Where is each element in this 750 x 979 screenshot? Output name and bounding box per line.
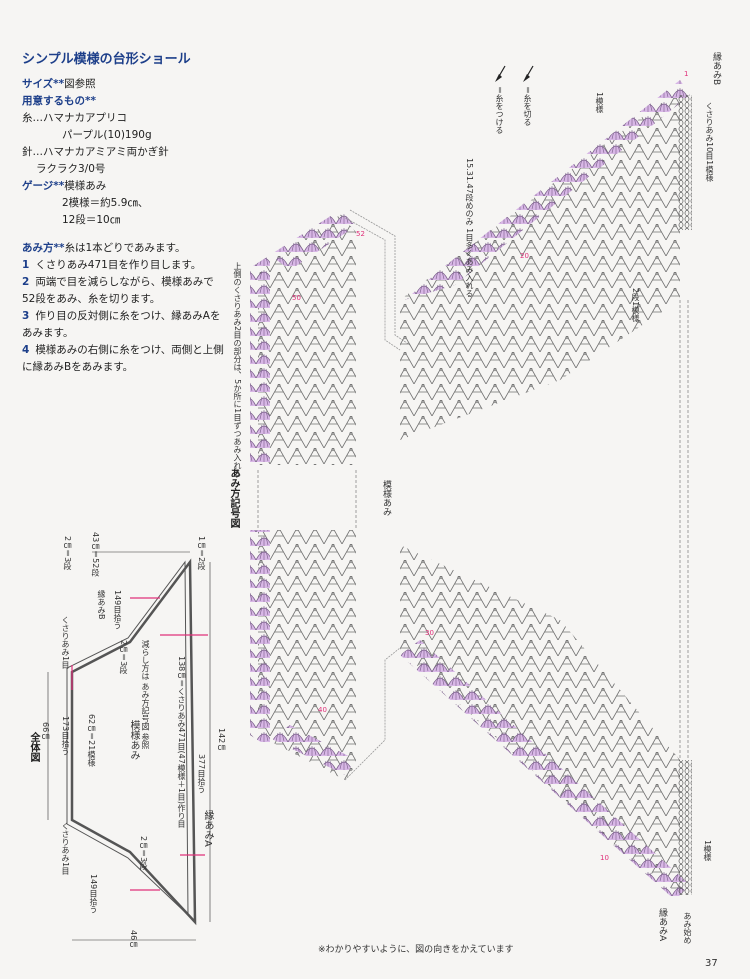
overall-pattern: 模様あみ (128, 720, 139, 760)
materials-block: サイズ**図参照 用意するもの** 糸…ハマナカアプリコ パープル(10)190… (22, 76, 227, 229)
chart-title: あみ方記号図 (228, 468, 239, 528)
chart-two-rows: 2段1模様 (631, 288, 640, 323)
overall-top-width: 43㎝＝52段 (91, 532, 100, 577)
overall-decrease-note: 減らし方は あみ方記号図 参照 (141, 640, 150, 750)
overall-bottom-width: 46㎝ (129, 930, 138, 949)
yarn-color: パープル(10)190g (62, 129, 152, 141)
overall-mid-rows: 2㎝＝3段 (119, 640, 128, 675)
row-mark: 20 (520, 252, 529, 260)
size-line: サイズ**図参照 (22, 78, 96, 90)
row-mark: 30 (425, 629, 434, 637)
needle-line: 針…ハマナカアミアミ両かぎ針 (22, 146, 169, 158)
yarn-line: 糸…ハマナカアプリコ (22, 112, 127, 124)
overall-pick-149-bottom: 149目拾う (89, 874, 98, 914)
overall-bottom-rows: 2㎝＝3段 (139, 836, 148, 871)
overall-foundation: 138㎝＝くさりあみ471目(47模様＋1目)作り目 (177, 656, 186, 829)
gauge-width: 2模様＝約5.9㎝、 (62, 197, 149, 209)
row-mark: 52 (356, 230, 365, 238)
overall-top-left-rows: 2㎝＝3段 (63, 536, 72, 571)
chart-start: あみ始め (683, 912, 692, 944)
overall-edge-b: 縁あみB (97, 590, 106, 620)
chart-upper-corner-note: 上側のくさりあみ2目の部分は、5か所に1目ずつあみ入れる (233, 262, 242, 478)
gauge-line: ゲージ**模様あみ (22, 180, 107, 192)
legend-attach: ＝糸をつける (495, 86, 504, 134)
overall-chain-bottom: くさりあみ1目 (61, 822, 70, 876)
overall-title: 全体図 (28, 732, 39, 762)
row-mark: 40 (318, 706, 327, 714)
legend-arrows (495, 65, 534, 82)
chart-edge-b: 縁あみB (711, 52, 721, 86)
needle-size: ラクラク3/0号 (36, 163, 106, 175)
overall-top-right-rows: 1㎝＝2段 (197, 536, 206, 571)
chart-pattern-label: 模様あみ (381, 480, 391, 516)
row-mark: 1 (684, 70, 688, 78)
overall-height-66: 66㎝ (41, 722, 50, 741)
method-intro: あみ方**糸は1本どりであみます。 (22, 242, 186, 254)
row-mark: 10 (600, 854, 609, 862)
overall-height-142: 142㎝ (217, 728, 226, 752)
page-title: シンプル模様の台形ショール (22, 52, 191, 67)
materials-label: 用意するもの** (22, 95, 96, 107)
row-marks: 52 50 40 30 20 10 1 (292, 70, 688, 862)
chart-one-repeat-bottom: 1模様 (703, 840, 712, 862)
row-mark: 50 (292, 294, 301, 302)
legend-cut: ＝糸を切る (523, 86, 532, 126)
overall-rows-62: 62㎝＝21模様 (87, 714, 96, 767)
overall-chain-top: くさりあみ1目 (61, 616, 70, 670)
overall-edge-a: 縁あみA (202, 810, 213, 847)
chart-panel-lower-left (250, 530, 401, 781)
chart-row-note: 15.31.47段めのみ 1目多くあみ入れる (465, 158, 474, 298)
chart-edge-a: 縁あみA (657, 908, 667, 942)
footnote: ※わかりやすいように、図の向きをかえています (318, 945, 514, 955)
overall-pick-173: 173目拾う (61, 716, 70, 756)
overall-diagram (47, 551, 211, 941)
chart-panel-lower-right (400, 545, 692, 900)
chart-one-repeat-top: 1模様 (595, 92, 604, 114)
chart-chain-repeat: くさりあみ10目1模様 (705, 102, 714, 182)
overall-pick-377: 377目拾う (197, 754, 206, 794)
gauge-rows: 12段＝10㎝ (62, 214, 121, 226)
chart-panel-upper-left (250, 209, 411, 465)
page-number: 37 (705, 958, 718, 969)
overall-pick-149-top: 149目拾う (113, 590, 122, 630)
chart-panel-upper-right (400, 80, 692, 440)
